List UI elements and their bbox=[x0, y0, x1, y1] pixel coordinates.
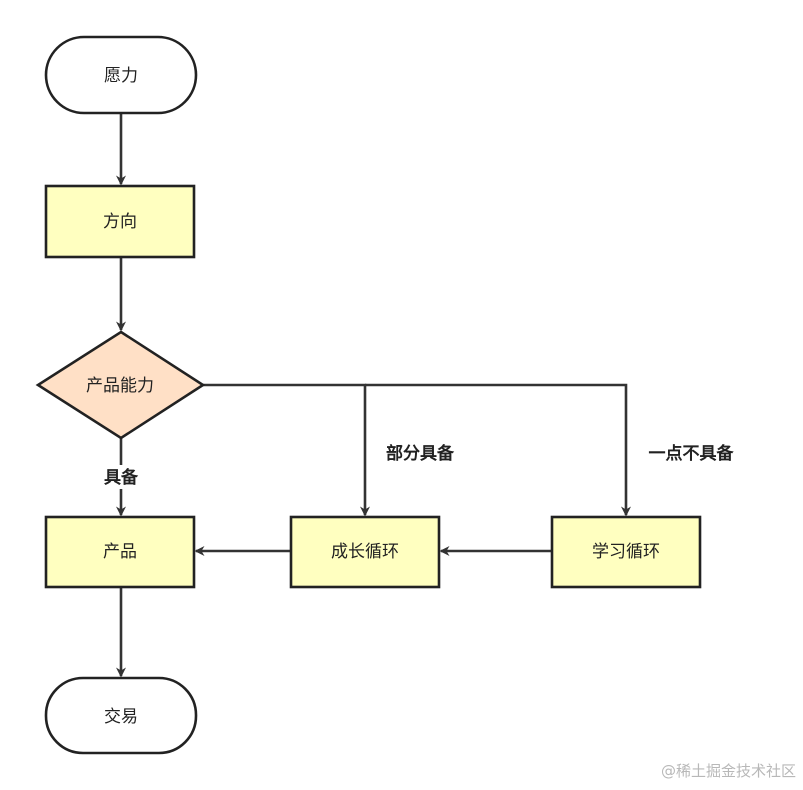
node-learning-loop-label: 学习循环 bbox=[592, 542, 660, 562]
node-direction: 方向 bbox=[44, 184, 196, 259]
edge-label-has-capability: 具备 bbox=[103, 467, 139, 488]
decision-shape bbox=[35, 330, 206, 440]
node-product-label: 产品 bbox=[103, 542, 137, 562]
node-product: 产品 bbox=[44, 515, 196, 589]
edge-label-background bbox=[94, 465, 148, 489]
terminal-shape bbox=[44, 35, 198, 115]
node-learning-loop: 学习循环 bbox=[550, 515, 702, 589]
edge-label-partial-capability: 部分具备 bbox=[386, 443, 455, 464]
process-shape bbox=[550, 515, 702, 589]
process-shape bbox=[44, 515, 196, 589]
terminal-shape bbox=[44, 676, 198, 755]
node-wish-label: 愿力 bbox=[104, 66, 138, 86]
node-capability: 产品能力 bbox=[35, 330, 206, 440]
node-deal-label: 交易 bbox=[104, 707, 138, 727]
edge-label-no-capability: 一点不具备 bbox=[649, 443, 735, 464]
edges bbox=[116, 113, 631, 678]
edge-capability-to-learning-loop bbox=[365, 383, 631, 517]
node-growth-loop: 成长循环 bbox=[289, 515, 441, 589]
process-shape bbox=[289, 515, 441, 589]
process-shape bbox=[44, 184, 196, 259]
node-direction-label: 方向 bbox=[103, 212, 137, 232]
node-wish: 愿力 bbox=[44, 35, 198, 115]
edge-capability-to-growth-loop bbox=[203, 383, 370, 517]
node-growth-loop-label: 成长循环 bbox=[331, 542, 399, 562]
watermark-text: @稀土掘金技术社区 bbox=[661, 762, 796, 780]
node-capability-label: 产品能力 bbox=[86, 376, 154, 396]
node-deal: 交易 bbox=[44, 676, 198, 755]
